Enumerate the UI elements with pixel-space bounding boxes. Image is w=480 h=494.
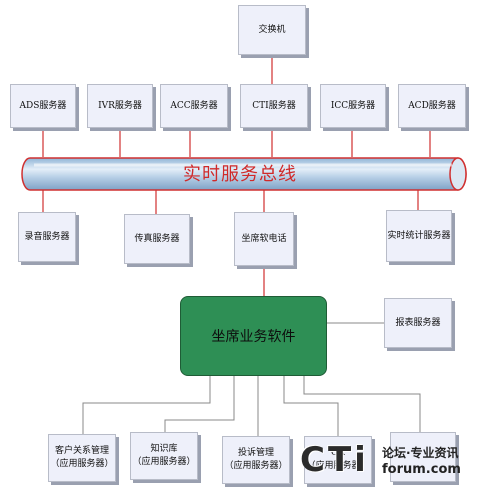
cti-server-label: CTI服务器 <box>252 100 296 111</box>
acd-server-box: ACD服务器 <box>398 84 466 128</box>
watermark-logo: CTi <box>300 440 369 480</box>
extra-app-box <box>390 432 456 482</box>
softphone-box: 坐席软电话 <box>234 212 294 266</box>
complaint-mgmt-box: 投诉管理 （应用服务器） <box>222 436 290 484</box>
acc-server-box: ACC服务器 <box>160 84 228 128</box>
bus-pipe-end <box>449 157 467 191</box>
knowledge-base-line1: 知识库 <box>150 444 178 454</box>
ivr-server-box: IVR服务器 <box>87 84 153 128</box>
watermark: CTi 论坛·专业资讯 forum.com <box>300 440 480 494</box>
cti-server-box: CTI服务器 <box>240 84 308 128</box>
stats-server-label: 实时统计服务器 <box>387 230 451 241</box>
icc-server-label: ICC服务器 <box>330 100 376 111</box>
knowledge-base-box: 知识库 （应用服务器） <box>130 432 198 480</box>
acd-server-label: ACD服务器 <box>408 100 456 111</box>
fax-server-box: 传真服务器 <box>124 214 190 264</box>
report-server-box: 报表服务器 <box>384 298 452 348</box>
knowledge-base-line2: （应用服务器） <box>132 457 196 467</box>
acc-server-label: ACC服务器 <box>170 100 218 111</box>
ads-server-box: ADS服务器 <box>10 84 76 128</box>
ivr-server-label: IVR服务器 <box>98 100 142 111</box>
softphone-label: 坐席软电话 <box>241 233 287 244</box>
crm-server-line1: 客户关系管理 <box>54 446 109 456</box>
switch-box: 交换机 <box>238 5 306 55</box>
core-app-links <box>82 376 421 436</box>
crm-server-line2: （应用服务器） <box>50 459 114 469</box>
agent-business-software-box: 坐席业务软件 <box>180 296 327 376</box>
recording-server-label: 录音服务器 <box>24 231 70 242</box>
ads-server-label: ADS服务器 <box>19 100 67 111</box>
complaint-mgmt-line1: 投诉管理 <box>237 448 274 458</box>
crm-server-box: 客户关系管理 （应用服务器） <box>48 434 116 482</box>
agent-business-software-label: 坐席业务软件 <box>211 329 296 345</box>
watermark-domain: forum.com <box>382 462 461 477</box>
watermark-tagline: 论坛·专业资讯 <box>382 446 459 460</box>
oa-server-line2: （应用服务器） <box>306 461 370 471</box>
stats-server-box: 实时统计服务器 <box>386 210 452 262</box>
complaint-mgmt-line2: （应用服务器） <box>224 461 288 471</box>
report-server-label: 报表服务器 <box>395 317 441 328</box>
oa-server-box: OA （应用服务器） <box>304 436 372 484</box>
oa-server-line1: OA <box>331 448 345 458</box>
recording-server-box: 录音服务器 <box>18 212 76 262</box>
bus-label: 实时服务总线 <box>183 164 297 185</box>
icc-server-box: ICC服务器 <box>320 84 386 128</box>
switch-label: 交换机 <box>258 24 286 35</box>
fax-server-label: 传真服务器 <box>134 233 180 244</box>
